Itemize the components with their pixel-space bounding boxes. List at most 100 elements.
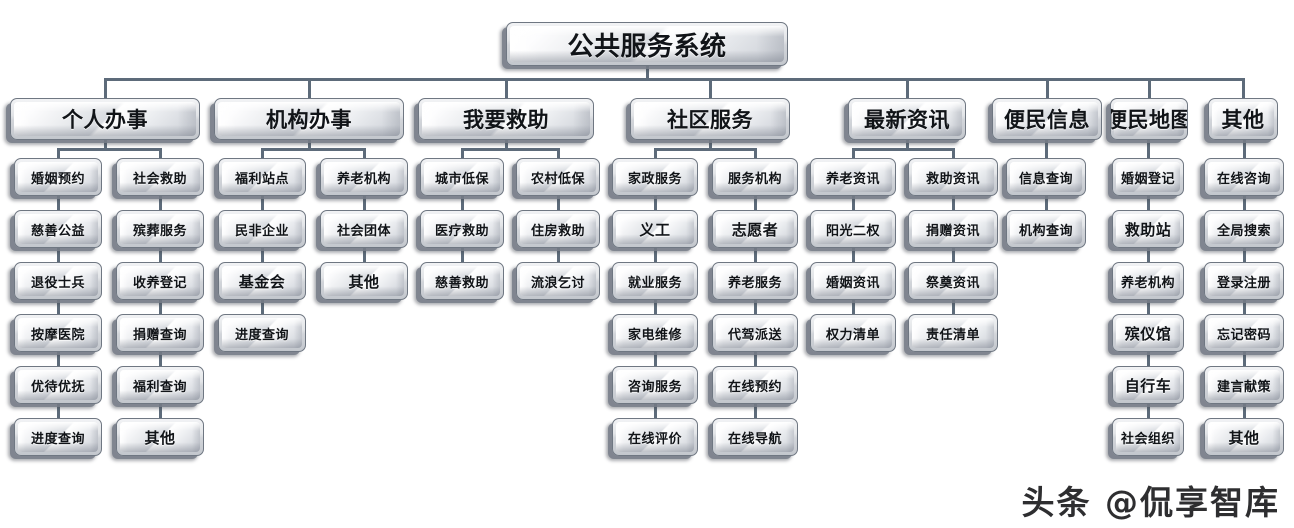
leaf-node-1-0-0[interactable]: 福利站点 bbox=[218, 158, 306, 196]
branch-split-4 bbox=[852, 148, 954, 151]
leaf-node-4-1-0[interactable]: 救助资讯 bbox=[908, 158, 998, 196]
leaf-node-2-1-0[interactable]: 农村低保 bbox=[516, 158, 600, 196]
leaf-node-6-0-0-label: 婚姻登记 bbox=[1120, 171, 1175, 187]
leaf-node-4-0-3[interactable]: 权力清单 bbox=[810, 314, 896, 352]
leaf-node-0-1-5[interactable]: 其他 bbox=[116, 418, 204, 456]
leaf-node-1-0-1-label: 民非企业 bbox=[234, 223, 289, 239]
leaf-node-2-1-0-label: 农村低保 bbox=[530, 171, 585, 187]
leaf-node-1-0-1[interactable]: 民非企业 bbox=[218, 210, 306, 248]
leaf-link-3-0-2 bbox=[654, 300, 657, 314]
leaf-node-0-1-0[interactable]: 社会救助 bbox=[116, 158, 204, 196]
leaf-node-7-0-0[interactable]: 在线咨询 bbox=[1204, 158, 1284, 196]
leaf-node-0-0-1[interactable]: 慈善公益 bbox=[14, 210, 102, 248]
leaf-node-1-1-2[interactable]: 其他 bbox=[320, 262, 408, 300]
leaf-node-5-0-0[interactable]: 信息查询 bbox=[1006, 158, 1086, 196]
leaf-node-4-0-2[interactable]: 婚姻资讯 bbox=[810, 262, 896, 300]
leaf-node-5-0-1[interactable]: 机构查询 bbox=[1006, 210, 1086, 248]
leaf-node-2-0-1[interactable]: 医疗救助 bbox=[420, 210, 504, 248]
leaf-node-0-1-4[interactable]: 福利查询 bbox=[116, 366, 204, 404]
leaf-node-0-0-0[interactable]: 婚姻预约 bbox=[14, 158, 102, 196]
branch-node-4[interactable]: 最新资讯 bbox=[848, 98, 966, 140]
leaf-node-0-0-3[interactable]: 按摩医院 bbox=[14, 314, 102, 352]
leaf-node-4-1-2[interactable]: 祭奠资讯 bbox=[908, 262, 998, 300]
leaf-node-4-1-3[interactable]: 责任清单 bbox=[908, 314, 998, 352]
leaf-link-4-0-0 bbox=[852, 196, 855, 210]
leaf-node-1-1-0[interactable]: 养老机构 bbox=[320, 158, 408, 196]
leaf-node-3-1-5[interactable]: 在线导航 bbox=[712, 418, 798, 456]
leaf-node-0-1-2[interactable]: 收养登记 bbox=[116, 262, 204, 300]
branch-drop-0 bbox=[104, 140, 107, 148]
leaf-node-7-0-3[interactable]: 忘记密码 bbox=[1204, 314, 1284, 352]
leaf-node-6-0-0[interactable]: 婚姻登记 bbox=[1112, 158, 1184, 196]
branch-node-0[interactable]: 个人办事 bbox=[10, 98, 200, 140]
leaf-link-4-1-1 bbox=[952, 248, 955, 262]
leaf-node-7-0-1[interactable]: 全局搜索 bbox=[1204, 210, 1284, 248]
branch-node-1[interactable]: 机构办事 bbox=[214, 98, 404, 140]
leaf-node-3-0-5[interactable]: 在线评价 bbox=[612, 418, 698, 456]
leaf-link-2-0-0 bbox=[461, 196, 464, 210]
leaf-node-0-0-1-label: 慈善公益 bbox=[30, 223, 85, 239]
leaf-node-2-1-2[interactable]: 流浪乞讨 bbox=[516, 262, 600, 300]
leaf-node-3-1-3[interactable]: 代驾派送 bbox=[712, 314, 798, 352]
leaf-link-1-0-1 bbox=[261, 248, 264, 262]
leaf-node-7-0-5[interactable]: 其他 bbox=[1204, 418, 1284, 456]
leaf-node-7-0-0-label: 在线咨询 bbox=[1216, 171, 1271, 187]
leaf-node-3-0-3[interactable]: 家电维修 bbox=[612, 314, 698, 352]
leaf-node-0-1-3[interactable]: 捐赠查询 bbox=[116, 314, 204, 352]
leaf-node-4-1-1[interactable]: 捐赠资讯 bbox=[908, 210, 998, 248]
leaf-node-2-1-1-label: 住房救助 bbox=[530, 223, 585, 239]
branch-node-6[interactable]: 便民地图 bbox=[1110, 98, 1188, 140]
leaf-node-0-0-2[interactable]: 退役士兵 bbox=[14, 262, 102, 300]
branch-node-7[interactable]: 其他 bbox=[1208, 98, 1278, 140]
leaf-node-3-1-2[interactable]: 养老服务 bbox=[712, 262, 798, 300]
leaf-node-1-0-2[interactable]: 基金会 bbox=[218, 262, 306, 300]
leaf-node-1-1-0-label: 养老机构 bbox=[336, 171, 391, 187]
leaf-node-4-0-1[interactable]: 阳光二权 bbox=[810, 210, 896, 248]
leaf-node-0-0-5[interactable]: 进度查询 bbox=[14, 418, 102, 456]
leaf-node-7-0-2-label: 登录注册 bbox=[1216, 275, 1271, 291]
leaf-node-3-0-2-label: 就业服务 bbox=[627, 275, 682, 291]
branch-node-3[interactable]: 社区服务 bbox=[630, 98, 790, 140]
leaf-node-2-1-1[interactable]: 住房救助 bbox=[516, 210, 600, 248]
leaf-node-6-0-1[interactable]: 救助站 bbox=[1112, 210, 1184, 248]
leaf-node-1-1-1[interactable]: 社会团体 bbox=[320, 210, 408, 248]
leaf-node-7-0-4[interactable]: 建言献策 bbox=[1204, 366, 1284, 404]
leaf-node-3-0-5-label: 在线评价 bbox=[627, 431, 682, 447]
leaf-link-3-1-0 bbox=[754, 196, 757, 210]
leaf-node-4-0-0[interactable]: 养老资讯 bbox=[810, 158, 896, 196]
leaf-node-1-0-3[interactable]: 进度查询 bbox=[218, 314, 306, 352]
leaf-link-2-0-1 bbox=[461, 248, 464, 262]
leaf-link-3-0-1 bbox=[654, 248, 657, 262]
leaf-node-0-1-1[interactable]: 殡葬服务 bbox=[116, 210, 204, 248]
leaf-node-6-0-3[interactable]: 殡仪馆 bbox=[1112, 314, 1184, 352]
branch-node-2[interactable]: 我要救助 bbox=[418, 98, 594, 140]
branch-node-2-label: 我要救助 bbox=[463, 108, 549, 132]
leaf-link-3-0-4 bbox=[654, 404, 657, 418]
branch-node-5[interactable]: 便民信息 bbox=[992, 98, 1102, 140]
leaf-node-3-0-2[interactable]: 就业服务 bbox=[612, 262, 698, 300]
leaf-node-7-0-2[interactable]: 登录注册 bbox=[1204, 262, 1284, 300]
root-node[interactable]: 公共服务系统 bbox=[506, 22, 788, 66]
leaf-node-3-1-0[interactable]: 服务机构 bbox=[712, 158, 798, 196]
branch-split-0 bbox=[57, 148, 161, 151]
leaf-node-0-0-4[interactable]: 优待优抚 bbox=[14, 366, 102, 404]
leaf-node-6-0-2[interactable]: 养老机构 bbox=[1112, 262, 1184, 300]
leaf-link-2-1-0 bbox=[557, 196, 560, 210]
leaf-node-4-0-1-label: 阳光二权 bbox=[825, 223, 880, 239]
leaf-link-4-0-1 bbox=[852, 248, 855, 262]
leaf-node-3-0-4[interactable]: 咨询服务 bbox=[612, 366, 698, 404]
leaf-node-3-1-4[interactable]: 在线预约 bbox=[712, 366, 798, 404]
leaf-node-3-0-0[interactable]: 家政服务 bbox=[612, 158, 698, 196]
leaf-node-7-0-3-label: 忘记密码 bbox=[1216, 327, 1271, 343]
leaf-node-7-0-5-label: 其他 bbox=[1228, 428, 1260, 447]
leaf-node-3-0-1[interactable]: 义工 bbox=[612, 210, 698, 248]
leaf-node-2-0-0[interactable]: 城市低保 bbox=[420, 158, 504, 196]
leaf-node-6-0-5[interactable]: 社会组织 bbox=[1112, 418, 1184, 456]
leaf-node-6-0-2-label: 养老机构 bbox=[1120, 275, 1175, 291]
leaf-node-3-0-3-label: 家电维修 bbox=[627, 327, 682, 343]
branch-stem-4 bbox=[906, 78, 909, 98]
leaf-node-3-1-1[interactable]: 志愿者 bbox=[712, 210, 798, 248]
leaf-node-0-1-1-label: 殡葬服务 bbox=[132, 223, 187, 239]
leaf-node-6-0-4[interactable]: 自行车 bbox=[1112, 366, 1184, 404]
leaf-node-2-0-2[interactable]: 慈善救助 bbox=[420, 262, 504, 300]
